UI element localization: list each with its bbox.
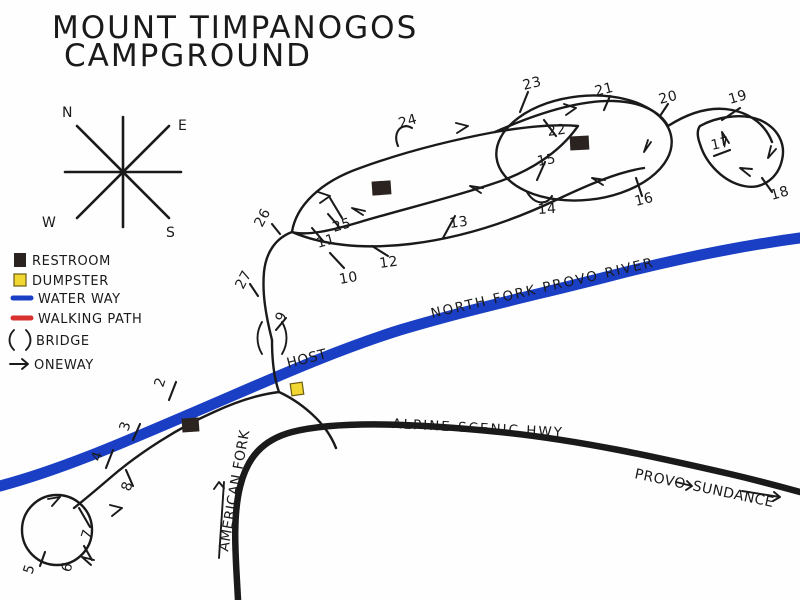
alpine-scenic-highway [231,421,800,600]
legend-label-walking-path: WALKING PATH [38,312,142,327]
campsite-spurs [38,90,774,568]
campsite-23: 23 [521,74,543,94]
campsite-19: 19 [727,87,750,108]
map-title-line2: CAMPGROUND [64,38,312,74]
campsite-7: 7 [79,527,97,541]
compass-label-w: W [42,215,56,231]
camp-road-upper [262,230,294,342]
campsite-10: 10 [338,269,359,288]
campsite-13: 13 [448,213,469,231]
campsite-2: 2 [152,375,170,389]
north-fork-provo-river [0,232,800,492]
campsite-25: 25 [331,215,354,236]
provo-arrow-icon [675,480,693,491]
american-fork-label: AMERICAN FORK [216,428,253,552]
campsite-3: 3 [117,419,135,433]
loop-left [290,124,580,235]
highway-label: ALPINE SCENIC HWY [392,416,564,441]
campsite-26: 26 [251,206,274,230]
camp-road-to-host [277,390,338,450]
campsite-17: 17 [710,134,732,154]
compass-rose: N E W S [42,105,187,241]
legend-label-dumpster: DUMPSTER [32,274,109,289]
campsite-24: 24 [397,111,420,132]
compass-label-n: N [62,105,72,121]
campsite-8: 8 [119,479,137,493]
sundance-arrow-icon [741,490,781,502]
campsite-18: 18 [769,183,792,204]
map-legend: RESTROOM DUMPSTER WATER WAY WALKING PATH… [8,253,142,373]
oneway-arrows [47,103,777,566]
legend-bridge-icon [8,329,32,351]
compass-label-s: S [166,225,175,241]
lower-loop-circle [20,493,94,567]
legend-label-oneway: ONEWAY [34,358,94,373]
loop-left-south-road [290,166,646,248]
campsite-20: 20 [657,88,679,108]
campsite-4: 4 [89,449,107,463]
river-label: NORTH FORK PROVO RIVER [429,255,656,322]
legend-label-waterway: WATER WAY [38,292,121,307]
campsite-16: 16 [633,190,655,210]
american-fork-arrow-icon [213,481,225,559]
campsite-11: 11 [315,231,338,252]
provo-label: PROVO [633,466,687,492]
legend-label-bridge: BRIDGE [36,334,90,349]
campsite-21: 21 [593,80,615,100]
campsite-27: 27 [232,268,255,292]
restroom-lower [181,417,200,433]
campsite-22: 22 [546,121,567,139]
campsite-12: 12 [378,253,399,271]
bridge-marks [256,321,288,355]
campsite-5: 5 [21,562,39,576]
map-title-line1: MOUNT TIMPANOGOS [52,10,418,46]
campsite-14: 14 [537,201,557,218]
compass-label-e: E [178,118,187,134]
campsite-6: 6 [59,560,77,574]
loop-right-oval [495,94,673,202]
legend-oneway-icon [9,358,29,370]
dumpster-host [289,381,305,397]
campsite-15: 15 [536,151,557,170]
loop-far-right [696,115,785,188]
restroom-right-loop [569,135,590,151]
facility-markers [181,135,590,433]
legend-label-restroom: RESTROOM [32,254,111,269]
connector-right [666,107,774,144]
legend-dumpster-icon [13,273,27,287]
campsite-9: 9 [272,309,291,325]
legend-restroom-icon [14,253,26,267]
restroom-left-loop [371,180,392,196]
camp-road-lower [72,338,281,510]
